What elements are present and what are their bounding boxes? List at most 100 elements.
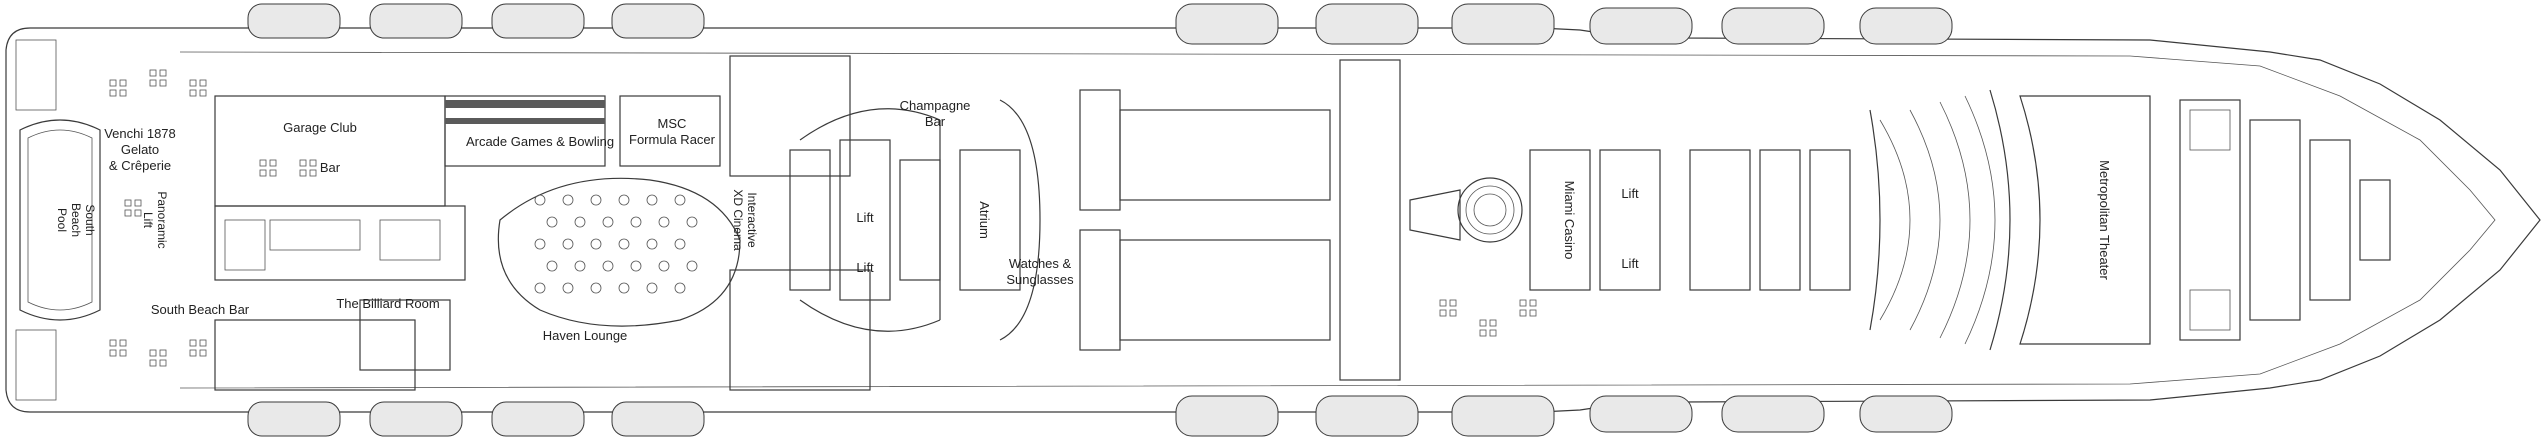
label-lift-atrium-top: Lift: [856, 210, 874, 225]
seat: [149, 69, 157, 77]
seat: [109, 79, 117, 87]
room-structures: [214, 55, 871, 391]
seat: [299, 159, 307, 167]
lounge-seat: [546, 260, 558, 272]
hull-outline: [5, 27, 2541, 413]
seat: [1519, 299, 1527, 307]
lounge-seat: [658, 260, 670, 272]
lounge-seat: [602, 260, 614, 272]
label-interactive-cinema-1: Interactive: [745, 192, 759, 248]
seat: [269, 169, 277, 177]
label-south-beach-bar: South Beach Bar: [151, 302, 250, 317]
seat: [119, 349, 127, 357]
lounge-seat: [590, 282, 602, 294]
lounge-seat: [574, 260, 586, 272]
seat: [259, 159, 267, 167]
label-lift-casino-bottom: Lift: [1621, 256, 1639, 271]
seat: [199, 79, 207, 87]
seat: [159, 79, 167, 87]
lounge-seat: [646, 282, 658, 294]
deck-inner-line: [179, 51, 2496, 389]
lounge-seat: [674, 238, 686, 250]
metropolitan-theater: [1869, 89, 2151, 351]
seat: [299, 169, 307, 177]
seat: [1439, 309, 1447, 317]
lounge-seat: [546, 216, 558, 228]
label-metropolitan-theater: Metropolitan Theater: [2097, 160, 2112, 280]
lounge-seat: [618, 194, 630, 206]
lounge-seat: [562, 282, 574, 294]
seat: [1519, 309, 1527, 317]
lounge-seat: [562, 194, 574, 206]
lift-blocks: [1689, 149, 1851, 291]
lounge-seat: [618, 238, 630, 250]
label-bar: Bar: [320, 160, 341, 175]
lifeboats-top: [247, 3, 1953, 45]
seat: [1529, 299, 1537, 307]
seat: [1479, 319, 1487, 327]
seat: [1489, 319, 1497, 327]
seat: [189, 339, 197, 347]
label-venchi-2: Gelato: [121, 142, 159, 157]
casino-area: [1409, 149, 1661, 291]
lounge-seat: [534, 238, 546, 250]
seating-clusters: [109, 69, 1537, 367]
seat: [134, 199, 142, 207]
seat: [159, 69, 167, 77]
seat: [199, 89, 207, 97]
lounge-seat: [658, 216, 670, 228]
label-msc-formula-1: MSC: [658, 116, 687, 131]
label-panoramic-lift-2: Lift: [141, 212, 155, 229]
seat: [149, 359, 157, 367]
seat: [309, 169, 317, 177]
seat: [1479, 329, 1487, 337]
seat: [134, 209, 142, 217]
seat: [309, 159, 317, 167]
lounge-seat: [630, 216, 642, 228]
label-panoramic-lift-1: Panoramic: [155, 191, 169, 248]
seat: [119, 339, 127, 347]
seat: [189, 349, 197, 357]
label-arcade: Arcade Games & Bowling: [466, 134, 614, 149]
lounge-seat: [590, 194, 602, 206]
seat: [1439, 299, 1447, 307]
seat: [1489, 329, 1497, 337]
lounge-seat: [618, 282, 630, 294]
label-atrium: Atrium: [977, 201, 992, 239]
lounge-seat: [646, 194, 658, 206]
label-champagne-bar-2: Bar: [925, 114, 946, 129]
label-garage-club: Garage Club: [283, 120, 357, 135]
seat: [1449, 309, 1457, 317]
lounge-seat: [674, 282, 686, 294]
seat: [119, 79, 127, 87]
atrium-area: [789, 99, 1041, 341]
lounge-seat: [534, 282, 546, 294]
lounge-seat: [646, 238, 658, 250]
lounge-seat: [630, 260, 642, 272]
lounge-seat: [534, 194, 546, 206]
seat: [109, 89, 117, 97]
label-champagne-bar-1: Champagne: [900, 98, 971, 113]
seat: [1449, 299, 1457, 307]
label-watches-1: Watches &: [1009, 256, 1072, 271]
seat: [109, 339, 117, 347]
lounge-seat: [686, 260, 698, 272]
label-south-beach-pool-2: Beach: [69, 203, 83, 237]
seat: [159, 359, 167, 367]
lounge-seat: [590, 238, 602, 250]
label-south-beach-pool-3: Pool: [55, 208, 69, 232]
label-watches-2: Sunglasses: [1006, 272, 1074, 287]
seat: [124, 199, 132, 207]
seat: [189, 79, 197, 87]
seat: [124, 209, 132, 217]
label-msc-formula-2: Formula Racer: [629, 132, 716, 147]
seat: [149, 79, 157, 87]
seat: [1529, 309, 1537, 317]
bow-rooms: [2179, 99, 2391, 341]
label-south-beach-pool-1: South: [83, 204, 97, 235]
seat: [159, 349, 167, 357]
lounge-seat: [574, 216, 586, 228]
seat: [119, 89, 127, 97]
seat: [269, 159, 277, 167]
